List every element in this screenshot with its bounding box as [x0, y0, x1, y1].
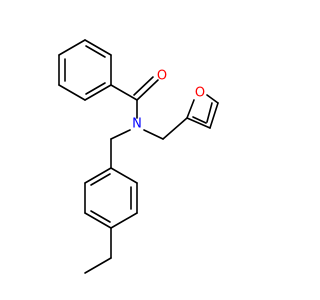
- bond: [206, 94, 219, 104]
- bond-n-to-ch2-furan: [143, 129, 164, 140]
- atom-labels: O N O: [132, 69, 205, 132]
- molecule-structure: O N O: [0, 0, 300, 300]
- bond: [58, 39, 86, 56]
- bond-n-to-ch2-benzyl: [110, 129, 131, 140]
- bond: [84, 212, 112, 229]
- bond: [84, 84, 112, 101]
- bond-inner: [85, 82, 106, 95]
- bond-ch2-to-furan: [162, 117, 188, 140]
- canvas-background: [0, 0, 300, 300]
- bond: [209, 102, 219, 129]
- bonds: [58, 39, 219, 274]
- furan-ring: [186, 94, 219, 129]
- bond-inner: [90, 173, 111, 186]
- bond: [58, 84, 86, 101]
- bond-carbonyl-double: [133, 76, 154, 96]
- bond: [186, 117, 211, 129]
- ethylphenyl-ring: [84, 167, 138, 229]
- bond-ring-to-carbonyl: [110, 84, 138, 101]
- bond-carbonyl: [136, 79, 159, 101]
- carbonyl-oxygen-label: O: [157, 69, 167, 84]
- bond-inner: [90, 210, 111, 223]
- bond: [186, 99, 195, 119]
- phenyl-ring: [58, 39, 112, 101]
- bond-inner: [192, 116, 207, 124]
- bond-inner: [206, 102, 213, 123]
- bond: [84, 167, 112, 184]
- bond-inner: [85, 45, 106, 58]
- furan-oxygen-label: O: [195, 86, 205, 101]
- amide-nitrogen-label: N: [132, 117, 142, 132]
- bond-ethyl: [84, 257, 112, 274]
- bond: [110, 167, 138, 184]
- bond: [84, 39, 112, 56]
- bond: [110, 212, 138, 229]
